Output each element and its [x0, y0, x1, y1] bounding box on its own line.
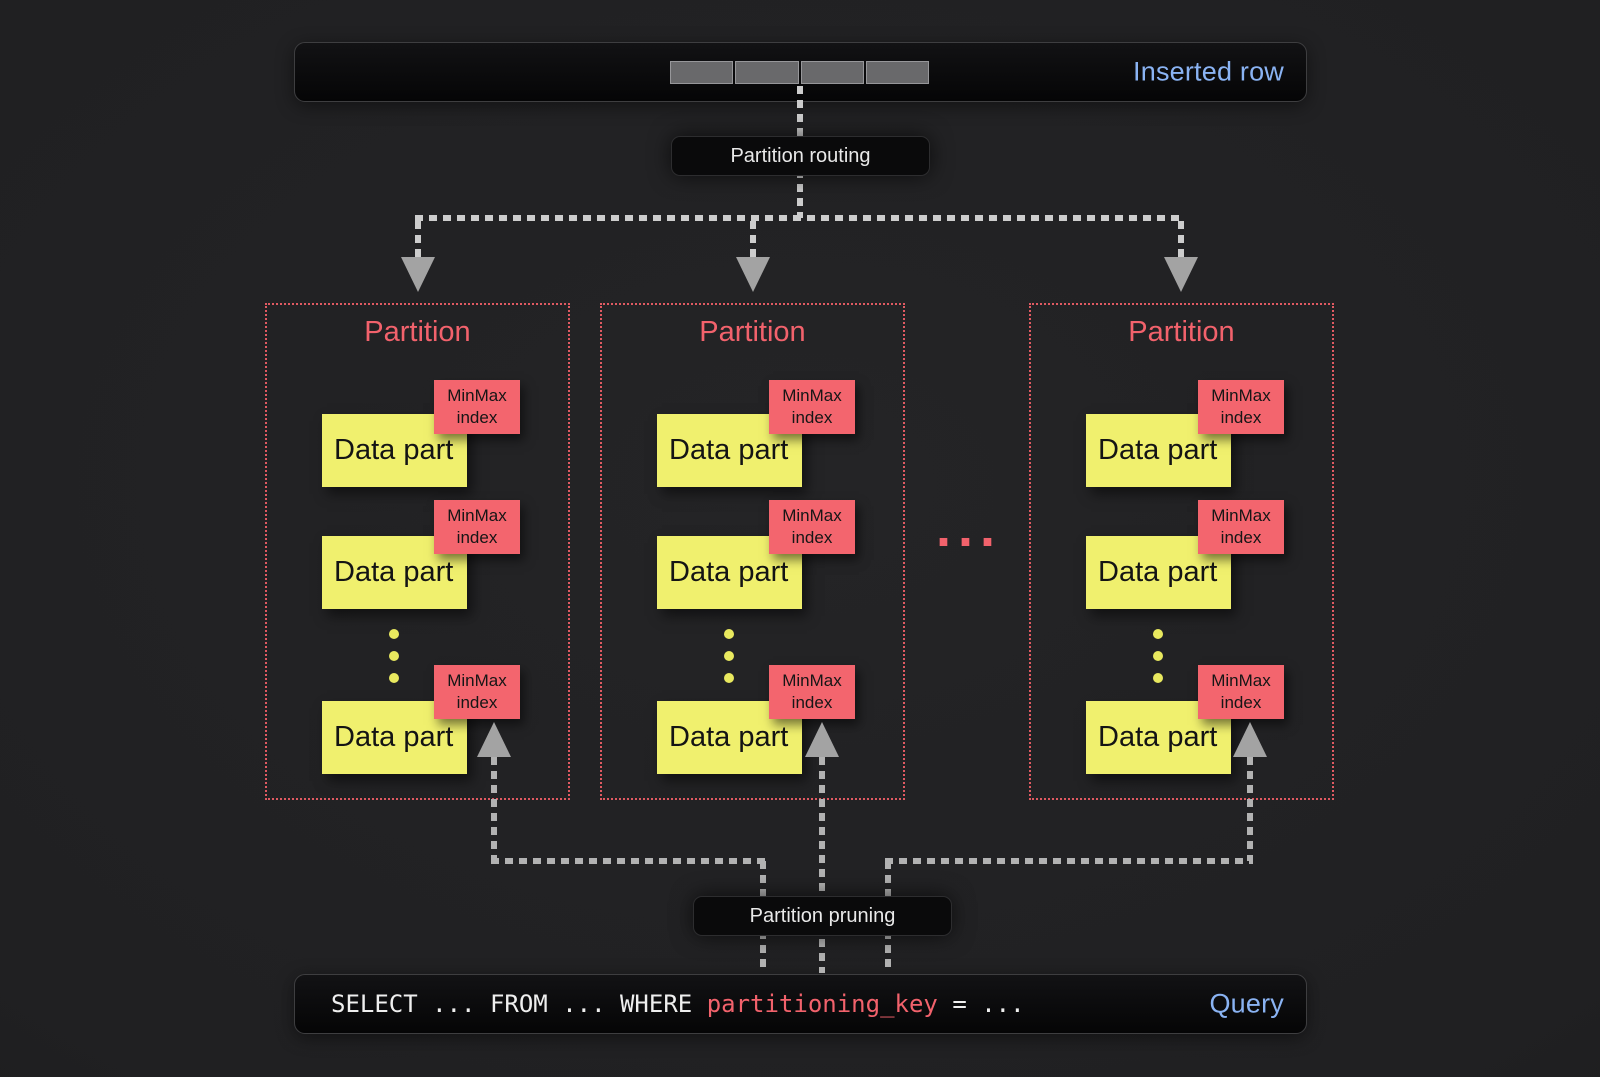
minmax-index-badge: MinMax index: [1198, 665, 1284, 719]
routing-branch-left: [415, 221, 421, 257]
more-parts-dot: [724, 673, 734, 683]
minmax-line: MinMax: [782, 670, 842, 690]
more-parts-dot: [724, 651, 734, 661]
partition-title: Partition: [1128, 316, 1235, 348]
partition-box-2: Partition MinMax index Data part MinMax …: [600, 303, 905, 800]
data-part-label: Data part: [1098, 556, 1218, 588]
data-part-box: Data part: [322, 536, 467, 609]
query-partitioning-key: partitioning_key: [706, 990, 938, 1018]
partitions-ellipsis: ...: [935, 498, 1002, 558]
minmax-line: index: [1220, 693, 1262, 712]
partition-pruning-text: Partition pruning: [749, 904, 896, 927]
arrow-up-icon: [1233, 722, 1267, 757]
row-cell: [670, 61, 734, 84]
routing-branch-middle: [750, 221, 756, 257]
minmax-line: MinMax: [1211, 385, 1271, 405]
query-code-before: SELECT ... FROM ... WHERE: [331, 990, 707, 1018]
data-part-box: Data part: [322, 414, 467, 487]
arrow-down-icon: [736, 257, 770, 292]
minmax-line: index: [456, 408, 498, 427]
data-part-label: Data part: [1098, 721, 1218, 753]
minmax-index-badge: MinMax index: [434, 665, 520, 719]
data-part-label: Data part: [334, 434, 454, 466]
more-parts-dot: [1153, 651, 1163, 661]
minmax-index-badge: MinMax index: [434, 380, 520, 434]
data-part-label: Data part: [1098, 434, 1218, 466]
minmax-line: index: [791, 408, 833, 427]
more-parts-dot: [1153, 629, 1163, 639]
minmax-line: index: [791, 693, 833, 712]
partition-routing-label: Partition routing: [671, 136, 930, 176]
query-label: Query: [1209, 988, 1284, 1019]
partition-routing-text: Partition routing: [730, 144, 871, 167]
more-parts-dot: [389, 629, 399, 639]
data-part-label: Data part: [334, 721, 454, 753]
arrow-up-icon: [805, 722, 839, 757]
query-code: SELECT ... FROM ... WHERE partitioning_k…: [331, 990, 1025, 1018]
row-cell: [800, 61, 864, 84]
minmax-line: index: [456, 693, 498, 712]
partition-box-3: Partition MinMax index Data part MinMax …: [1029, 303, 1334, 800]
row-cell: [735, 61, 799, 84]
pruning-line-right-horizontal: [885, 858, 1253, 864]
minmax-line: MinMax: [1211, 670, 1271, 690]
more-parts-dot: [389, 673, 399, 683]
query-bar: SELECT ... FROM ... WHERE partitioning_k…: [294, 974, 1307, 1034]
inserted-row-label: Inserted row: [1133, 56, 1284, 87]
minmax-line: MinMax: [782, 385, 842, 405]
minmax-index-badge: MinMax index: [769, 500, 855, 554]
partition-title: Partition: [699, 316, 806, 348]
partition-title: Partition: [364, 316, 471, 348]
minmax-line: index: [456, 528, 498, 547]
minmax-index-badge: MinMax index: [1198, 380, 1284, 434]
arrow-up-icon: [477, 722, 511, 757]
data-part-label: Data part: [669, 721, 789, 753]
routing-line-horizontal: [415, 215, 1185, 221]
pruning-line-left-horizontal: [491, 858, 766, 864]
minmax-line: index: [791, 528, 833, 547]
minmax-line: MinMax: [447, 505, 507, 525]
arrow-down-icon: [1164, 257, 1198, 292]
more-parts-dot: [724, 629, 734, 639]
pruning-line-right-up: [1247, 757, 1253, 861]
partition-pruning-label: Partition pruning: [693, 896, 952, 936]
data-part-label: Data part: [669, 556, 789, 588]
data-part-box: Data part: [322, 701, 467, 774]
row-cell: [865, 61, 929, 84]
minmax-index-badge: MinMax index: [1198, 500, 1284, 554]
minmax-line: MinMax: [782, 505, 842, 525]
partition-box-1: Partition MinMax index Data part MinMax …: [265, 303, 570, 800]
data-part-label: Data part: [334, 556, 454, 588]
pruning-line-left-up: [491, 757, 497, 861]
minmax-line: MinMax: [447, 385, 507, 405]
pruning-line-middle: [819, 757, 825, 973]
inserted-row-cells: [670, 61, 929, 84]
minmax-line: MinMax: [447, 670, 507, 690]
data-part-label: Data part: [669, 434, 789, 466]
routing-branch-right: [1178, 221, 1184, 257]
more-parts-dot: [389, 651, 399, 661]
query-code-after: = ...: [937, 990, 1025, 1018]
minmax-index-badge: MinMax index: [434, 500, 520, 554]
minmax-line: MinMax: [1211, 505, 1271, 525]
minmax-line: index: [1220, 528, 1262, 547]
minmax-line: index: [1220, 408, 1262, 427]
minmax-index-badge: MinMax index: [769, 665, 855, 719]
data-part-box: Data part: [657, 536, 802, 609]
arrow-down-icon: [401, 257, 435, 292]
minmax-index-badge: MinMax index: [769, 380, 855, 434]
more-parts-dot: [1153, 673, 1163, 683]
